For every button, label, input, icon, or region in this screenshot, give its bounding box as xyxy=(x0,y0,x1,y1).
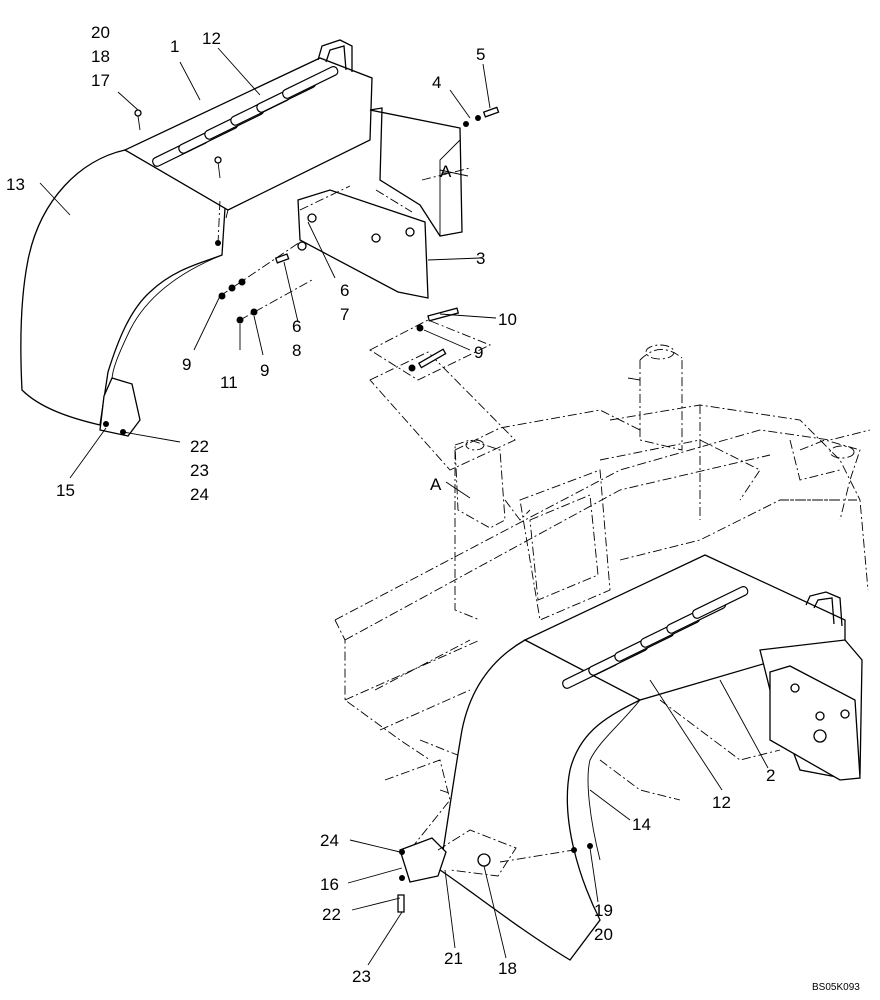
upper-fender-bracket xyxy=(99,377,141,437)
label-8: 8 xyxy=(292,341,301,360)
label-11: 11 xyxy=(220,373,238,392)
lower-handle xyxy=(805,591,843,627)
lower-fender-assembly xyxy=(397,554,863,961)
label-12-upper: 12 xyxy=(202,29,221,48)
label-22-upper: 22 xyxy=(190,437,209,456)
label-14: 14 xyxy=(632,815,651,834)
label-1: 1 xyxy=(170,37,179,56)
upper-fender-assembly xyxy=(20,39,500,437)
label-18-lower: 18 xyxy=(498,959,517,978)
chassis-frame xyxy=(334,344,871,880)
upper-slots xyxy=(152,66,339,167)
callout-labels: 20 18 17 1 12 13 5 4 A 3 6 7 6 8 9 11 9 … xyxy=(6,23,860,993)
label-23-lower: 23 xyxy=(352,967,371,986)
label-24-upper: 24 xyxy=(190,485,209,504)
label-4: 4 xyxy=(432,73,441,92)
lower-bracket xyxy=(399,837,447,883)
label-9-a: 9 xyxy=(182,355,191,374)
label-23-upper: 23 xyxy=(190,461,209,480)
label-5: 5 xyxy=(476,45,485,64)
label-16: 16 xyxy=(320,875,339,894)
label-20: 20 xyxy=(91,23,110,42)
label-21: 21 xyxy=(444,949,463,968)
label-15: 15 xyxy=(56,481,75,500)
label-18: 18 xyxy=(91,47,110,66)
label-6-b: 6 xyxy=(292,317,301,336)
label-10: 10 xyxy=(498,310,517,329)
label-9-c: 9 xyxy=(474,343,483,362)
label-6-a: 6 xyxy=(340,281,349,300)
label-12-lower: 12 xyxy=(712,793,731,812)
lower-mud-flap xyxy=(769,665,861,781)
label-24-lower: 24 xyxy=(320,831,339,850)
lower-slots xyxy=(562,586,749,689)
upper-fender-skin xyxy=(20,149,226,426)
lower-fender-skin xyxy=(439,639,641,961)
drawing-code: BS05K093 xyxy=(812,982,860,993)
label-17: 17 xyxy=(91,71,110,90)
upper-handle xyxy=(317,39,353,72)
label-7: 7 xyxy=(340,305,349,324)
rear-bracket xyxy=(369,107,463,237)
label-22-lower: 22 xyxy=(322,905,341,924)
label-3: 3 xyxy=(476,249,485,268)
leader-lines xyxy=(39,47,769,966)
label-13: 13 xyxy=(6,175,25,194)
label-A-lower: A xyxy=(430,475,442,494)
label-19: 19 xyxy=(594,901,613,920)
hardware-box xyxy=(369,307,516,471)
label-9-b: 9 xyxy=(260,361,269,380)
label-20-lower: 20 xyxy=(594,925,613,944)
label-2: 2 xyxy=(766,766,775,785)
label-A-upper: A xyxy=(440,162,452,181)
upper-fender-inner-edge xyxy=(111,254,223,381)
upper-mud-flap xyxy=(297,189,429,299)
